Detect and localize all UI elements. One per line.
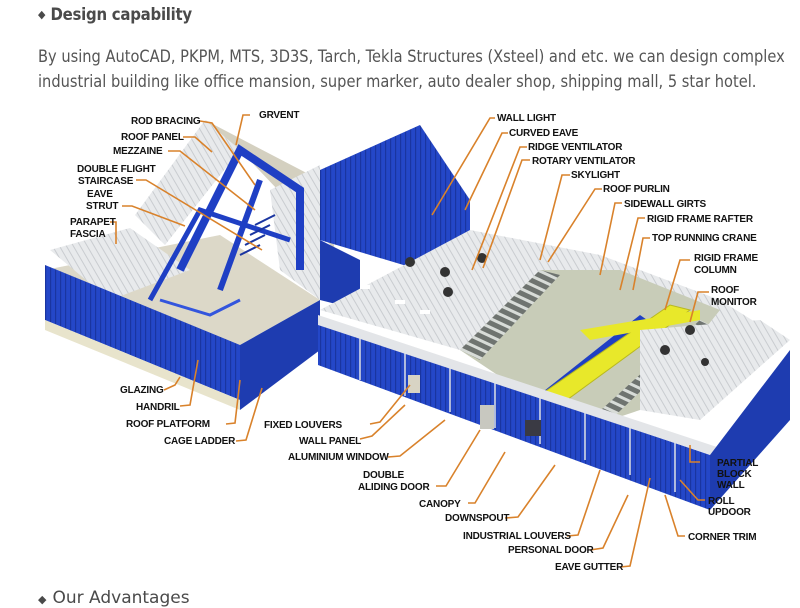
right-building <box>318 230 790 510</box>
leader-lines <box>110 114 709 568</box>
label-wall: WALL <box>717 480 745 491</box>
label-sidewall-girts: SIDEWALL GIRTS <box>624 199 707 210</box>
label-parapet: PARAPET <box>70 217 116 228</box>
label-personal-door: PERSONAL DOOR <box>508 545 594 556</box>
label-eave: EAVE <box>87 189 113 200</box>
label-canopy: CANOPY <box>419 499 461 510</box>
label-roof-platform: ROOF PLATFORM <box>126 419 210 430</box>
next-section-heading: ◆Our Advantages <box>38 588 190 608</box>
label-eave-gutter: EAVE GUTTER <box>555 562 624 573</box>
label-corner-trim: CORNER TRIM <box>688 532 757 543</box>
label-fascia: FASCIA <box>70 229 106 240</box>
label-double-flight: DOUBLE FLIGHT <box>77 164 156 175</box>
paragraph-line-2: industrial building like office mansion,… <box>38 72 757 92</box>
label-rigid-frame: RIGID FRAME <box>694 253 758 264</box>
label-rigid-frame-rafter: RIGID FRAME RAFTER <box>647 214 753 225</box>
label-aluminium-window: ALUMINIUM WINDOW <box>288 452 389 463</box>
label-curved-eave: CURVED EAVE <box>509 128 579 139</box>
label-column: COLUMN <box>694 265 737 276</box>
label-roof-purlin: ROOF PURLIN <box>603 184 670 195</box>
label-partial: PARTIAL <box>717 458 759 469</box>
label-roof-panel: ROOF PANEL <box>121 132 184 143</box>
label-staircase: STAIRCASE <box>78 176 134 187</box>
building-illustration <box>45 114 790 568</box>
label-updoor: UPDOOR <box>708 507 751 518</box>
label-roof: ROOF <box>711 285 740 296</box>
diamond-bullet-icon: ◆ <box>38 8 46 21</box>
steel-building-diagram: ROD BRACING GRVENT ROOF PANEL MEZZAINE D… <box>0 100 800 580</box>
label-double: DOUBLE <box>363 470 405 481</box>
label-block: BLOCK <box>717 469 752 480</box>
label-ridge-ventilator: RIDGE VENTILATOR <box>528 142 623 153</box>
section-paragraph: By using AutoCAD, PKPM, MTS, 3D3S, Tarch… <box>38 45 785 95</box>
section-heading: ◆ Design capability <box>38 5 192 25</box>
label-fixed-louvers: FIXED LOUVERS <box>264 420 342 431</box>
label-skylight: SKYLIGHT <box>571 170 620 181</box>
label-strut: STRUT <box>86 201 119 212</box>
label-aliding-door: ALIDING DOOR <box>358 482 430 493</box>
label-grvent: GRVENT <box>259 110 300 121</box>
next-section-title: Our Advantages <box>52 588 190 608</box>
label-industrial-louvers: INDUSTRIAL LOUVERS <box>463 531 571 542</box>
label-glazing: GLAZING <box>120 385 164 396</box>
paragraph-line-1: By using AutoCAD, PKPM, MTS, 3D3S, Tarch… <box>38 47 785 67</box>
label-top-running-crane: TOP RUNNING CRANE <box>652 233 757 244</box>
label-handril: HANDRIL <box>136 402 180 413</box>
label-roll: ROLL <box>708 496 735 507</box>
label-downspout: DOWNSPOUT <box>445 513 510 524</box>
label-cage-ladder: CAGE LADDER <box>164 436 236 447</box>
label-rotary-ventilator: ROTARY VENTILATOR <box>532 156 636 167</box>
label-monitor: MONITOR <box>711 297 757 308</box>
left-building <box>45 120 470 410</box>
label-mezzaine: MEZZAINE <box>113 146 163 157</box>
label-wall-panel: WALL PANEL <box>299 436 362 447</box>
label-wall-light: WALL LIGHT <box>497 113 556 124</box>
label-rod-bracing: ROD BRACING <box>131 116 201 127</box>
section-title: Design capability <box>50 5 192 25</box>
